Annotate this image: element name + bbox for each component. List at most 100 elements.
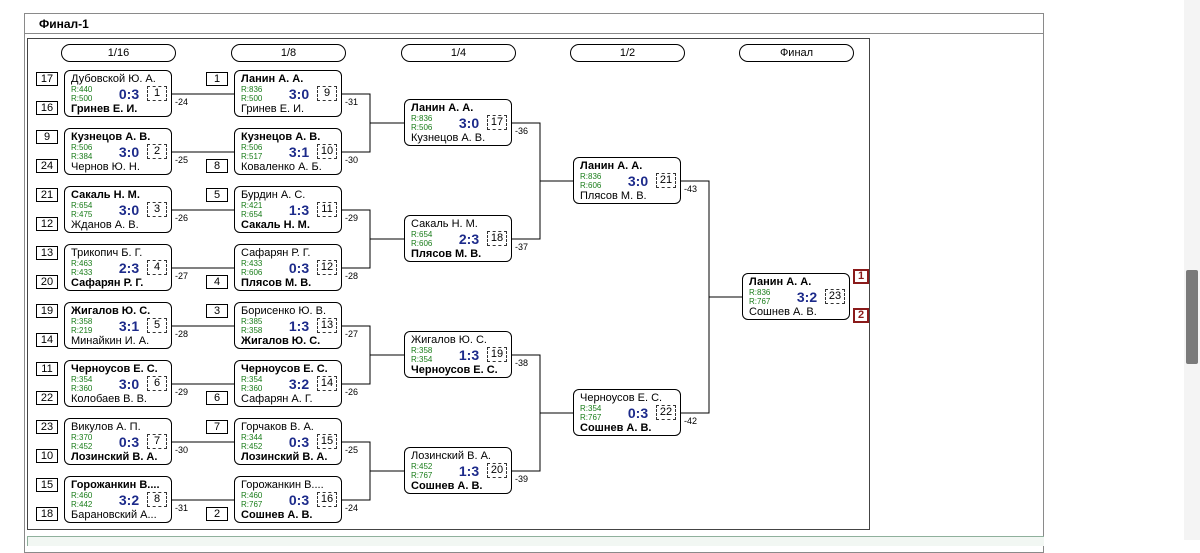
- player-top-rating: R:354: [71, 375, 93, 384]
- player-top-rating: R:506: [241, 143, 263, 152]
- player-bottom-rating: R:442: [71, 500, 93, 509]
- player-top-name: Лозинский В. А.: [411, 450, 491, 462]
- seed-number: 4: [206, 275, 228, 289]
- seed-number: 9: [36, 130, 58, 144]
- round-header-1-2: 1/2: [570, 44, 685, 62]
- match-score: 3:0: [118, 376, 140, 392]
- player-bottom-rating: R:767: [411, 471, 433, 480]
- seed-number: 12: [36, 217, 58, 231]
- player-top-rating: R:433: [241, 259, 263, 268]
- player-top-name: Трикопич Б. Г.: [71, 247, 143, 259]
- match-score: 3:0: [288, 86, 310, 102]
- player-top-rating: R:370: [71, 433, 93, 442]
- player-top-rating: R:358: [411, 346, 433, 355]
- player-top-name: Сафарян Р. Г.: [241, 247, 311, 259]
- seed-number: 24: [36, 159, 58, 173]
- loser-destination: -31: [345, 97, 359, 107]
- player-bottom-name: Сафарян А. Г.: [241, 393, 313, 405]
- match-score: 0:3: [118, 434, 140, 450]
- seed-number: 23: [36, 420, 58, 434]
- place-badge-second: 2: [853, 308, 869, 323]
- match-number: 13: [317, 318, 337, 333]
- match-number: 17: [487, 115, 507, 130]
- loser-destination: -29: [345, 213, 359, 223]
- player-bottom-rating: R:500: [241, 94, 263, 103]
- page-title: Финал-1: [39, 17, 89, 31]
- player-top-rating: R:460: [241, 491, 263, 500]
- scrollbar-thumb[interactable]: [1186, 270, 1198, 364]
- player-top-name: Горчаков В. А.: [241, 421, 314, 433]
- match-score: 2:3: [118, 260, 140, 276]
- match-number: 8: [147, 492, 167, 507]
- match-number: 18: [487, 231, 507, 246]
- match-number: 20: [487, 463, 507, 478]
- title-bar: Финал-1: [25, 14, 1043, 34]
- loser-destination: -30: [175, 445, 189, 455]
- match-score: 3:0: [627, 173, 649, 189]
- player-bottom-rating: R:358: [241, 326, 263, 335]
- round-header-final: Финал: [739, 44, 854, 62]
- match-score: 3:2: [796, 289, 818, 305]
- match-score: 0:3: [288, 434, 310, 450]
- bracket-connector: [681, 180, 742, 414]
- player-bottom-rating: R:767: [749, 297, 771, 306]
- player-top-name: Ланин А. А.: [411, 102, 474, 114]
- player-bottom-name: Кузнецов А. В.: [411, 132, 486, 144]
- player-top-rating: R:344: [241, 433, 263, 442]
- player-top-rating: R:358: [71, 317, 93, 326]
- round-header-1-4: 1/4: [401, 44, 516, 62]
- player-top-name: Ланин А. А.: [241, 73, 304, 85]
- match-score: 0:3: [627, 405, 649, 421]
- loser-destination: -26: [345, 387, 359, 397]
- player-top-name: Викулов А. П.: [71, 421, 141, 433]
- match-score: 2:3: [458, 231, 480, 247]
- seed-number: 21: [36, 188, 58, 202]
- match-number: 6: [147, 376, 167, 391]
- player-top-rating: R:452: [411, 462, 433, 471]
- match-number: 22: [656, 405, 676, 420]
- loser-destination: -27: [175, 271, 189, 281]
- player-bottom-rating: R:654: [241, 210, 263, 219]
- seed-number: 17: [36, 72, 58, 86]
- player-bottom-rating: R:606: [411, 239, 433, 248]
- match-score: 3:0: [458, 115, 480, 131]
- loser-destination: -31: [175, 503, 189, 513]
- seed-number: 5: [206, 188, 228, 202]
- player-top-name: Сакаль Н. М.: [71, 189, 140, 201]
- player-bottom-rating: R:384: [71, 152, 93, 161]
- round-header-1-8: 1/8: [231, 44, 346, 62]
- player-top-rating: R:463: [71, 259, 93, 268]
- player-bottom-rating: R:475: [71, 210, 93, 219]
- player-bottom-rating: R:767: [580, 413, 602, 422]
- player-bottom-rating: R:354: [411, 355, 433, 364]
- loser-destination: -24: [345, 503, 359, 513]
- player-top-name: Черноусов Е. С.: [241, 363, 328, 375]
- player-bottom-name: Плясов М. В.: [580, 190, 647, 202]
- vertical-scrollbar[interactable]: [1184, 0, 1200, 540]
- player-top-rating: R:440: [71, 85, 93, 94]
- player-top-name: Горожанкин В....: [71, 479, 160, 491]
